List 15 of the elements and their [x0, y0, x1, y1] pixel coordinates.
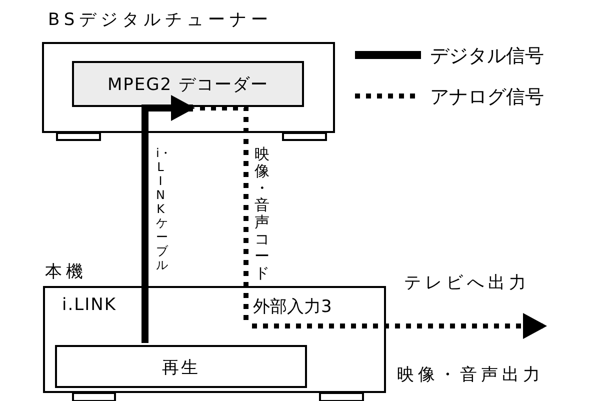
playback-box [55, 345, 307, 388]
decoder-box [72, 61, 304, 107]
edge-label: 映像・音声コード [254, 146, 270, 282]
box-label: MPEG2 デコーダー [106, 74, 270, 96]
port-label: i.LINK [62, 295, 116, 315]
caption: 映像・音声出力 [397, 364, 544, 386]
legend-text: アナログ信号 [430, 85, 544, 110]
edge-label: テレビへ出力 [404, 272, 530, 294]
connector [252, 313, 547, 339]
heading: 本機 [45, 261, 87, 283]
legend-text: デジタル信号 [430, 44, 544, 69]
heading: BSデジタルチューナー [48, 9, 273, 31]
box-label: 再生 [161, 357, 201, 379]
connector [142, 95, 195, 343]
port-label: 外部入力3 [253, 296, 332, 318]
